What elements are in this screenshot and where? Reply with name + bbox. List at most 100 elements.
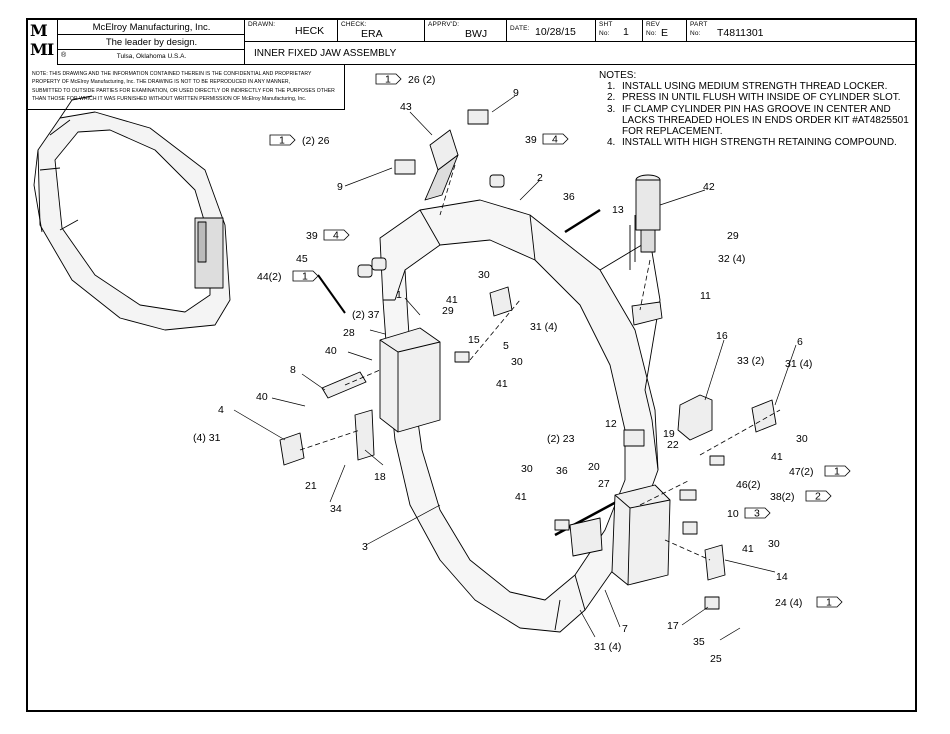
callout: 43 <box>400 101 412 113</box>
callout-number: 29 <box>442 305 454 317</box>
callout: 12 <box>605 418 617 430</box>
note-number: 1. <box>607 81 616 93</box>
callout-number: 11 <box>700 290 711 302</box>
title-block: M MI McElroy Manufacturing, Inc. The lea… <box>28 20 915 65</box>
callout: (4) 31 <box>193 432 221 444</box>
confidentiality-line: PROPERTY OF McElroy Manufacturing, Inc. … <box>32 79 291 86</box>
callout-number: 25 <box>710 653 722 665</box>
callout: 13 <box>612 204 624 216</box>
callout: 18 <box>374 471 386 483</box>
callout-number: 47(2) <box>789 466 814 478</box>
callout-number: 8 <box>290 364 296 376</box>
callout-number: 27 <box>598 478 610 490</box>
callout-flag-shape <box>824 465 851 477</box>
callout-number: (2) 37 <box>352 309 380 321</box>
callout-flag-shape <box>542 133 569 145</box>
callout-number: 21 <box>305 480 317 492</box>
callout-flag-number: 4 <box>333 230 339 242</box>
callout: 25 <box>710 653 722 665</box>
callout: 14 <box>776 571 788 583</box>
callout: 42 <box>703 181 715 193</box>
callout: 144(2) <box>257 270 319 283</box>
bracket-11 <box>631 301 663 326</box>
block-7 <box>611 484 671 586</box>
approved-cell: APPRV'D: BWJ <box>425 20 507 42</box>
plate-6 <box>751 399 777 433</box>
callout-flag-shape <box>805 490 832 502</box>
callout-number: 24 (4) <box>775 597 802 609</box>
callout-flag-shape <box>744 507 771 519</box>
latch-17 <box>704 596 720 610</box>
part-label: PART <box>690 21 708 28</box>
drawing-title-cell: INNER FIXED JAW ASSEMBLY <box>245 42 915 65</box>
note-continuation: FOR REPLACEMENT. <box>622 126 723 138</box>
callout-number: 42 <box>703 181 715 193</box>
revision-label: REV <box>646 21 660 28</box>
callout-number: (2) 23 <box>547 433 575 445</box>
callout: 31 (4) <box>530 321 557 333</box>
callout: 41 <box>742 543 754 555</box>
callout: 4 <box>218 404 224 416</box>
callout-number: 43 <box>400 101 412 113</box>
callout: 32 (4) <box>718 253 745 265</box>
callout-number: 30 <box>511 356 523 368</box>
logo-bottom-letters: MI <box>30 40 54 59</box>
callout-flag-number: 1 <box>834 466 840 478</box>
callout: 41 <box>446 294 458 306</box>
sheet-no-label: No: <box>599 30 610 37</box>
callout: 27 <box>598 478 610 490</box>
callout: 34 <box>330 503 342 515</box>
note-item: 4.INSTALL WITH HIGH STRENGTH RETAINING C… <box>599 137 909 148</box>
callout: 31 (4) <box>785 358 812 370</box>
callout-flag-shape <box>292 270 319 282</box>
clamp-cylinder <box>629 174 661 270</box>
note-number: 2. <box>607 92 616 104</box>
callout: 33 (2) <box>737 355 764 367</box>
part-no-label: No: <box>690 30 701 37</box>
callout-flag-number: 3 <box>754 508 760 520</box>
callout-number: 16 <box>716 330 728 342</box>
callout: 9 <box>513 87 519 99</box>
plate-4 <box>279 432 305 466</box>
callout-number: 28 <box>343 327 355 339</box>
callout-number: 39 <box>525 134 537 146</box>
callout: 30 <box>521 463 533 475</box>
callout-number: 6 <box>797 336 803 348</box>
note-text: PRESS IN UNTIL FLUSH WITH INSIDE OF CYLI… <box>622 92 901 104</box>
callout-flag-shape <box>269 134 296 146</box>
check-value: ERA <box>361 28 383 40</box>
callout: 15 <box>468 334 480 346</box>
pin-45 <box>317 274 346 314</box>
bushing-41-right <box>682 521 698 535</box>
note-item: 2. PRESS IN UNTIL FLUSH WITH INSIDE OF CY… <box>599 92 909 103</box>
drawing-sheet: M MI McElroy Manufacturing, Inc. The lea… <box>26 18 917 712</box>
callout-number: 41 <box>515 491 527 503</box>
approved-value: BWJ <box>465 28 488 40</box>
callout: 29 <box>727 230 739 242</box>
callout-number: 12 <box>605 418 617 430</box>
bracket-18 <box>354 409 375 461</box>
explosion-lines <box>299 164 781 561</box>
callout: 30 <box>478 269 490 281</box>
callout-number: 2 <box>537 172 543 184</box>
callout-number: 41 <box>742 543 754 555</box>
callout: 9 <box>337 181 343 193</box>
pin-8 <box>321 371 367 399</box>
callout: 30 <box>796 433 808 445</box>
cylinder-mount-43 <box>424 129 459 201</box>
bushing-39-left2 <box>371 257 387 271</box>
confidentiality-box <box>28 65 345 110</box>
callout-number: 30 <box>768 538 780 550</box>
callout-number: 40 <box>256 391 268 403</box>
callout-number: (2) 26 <box>302 135 330 147</box>
notes-section: NOTES: 1.INSTALL USING MEDIUM STRENGTH T… <box>599 70 909 148</box>
callout: 19 <box>663 428 675 440</box>
callout-number: 32 (4) <box>718 253 745 265</box>
drawn-label: DRAWN: <box>248 21 276 28</box>
callout: 8 <box>290 364 296 376</box>
callout: 1 47(2) <box>789 465 851 478</box>
callout-number: 40 <box>325 345 337 357</box>
callout-number: 4 <box>218 404 224 416</box>
